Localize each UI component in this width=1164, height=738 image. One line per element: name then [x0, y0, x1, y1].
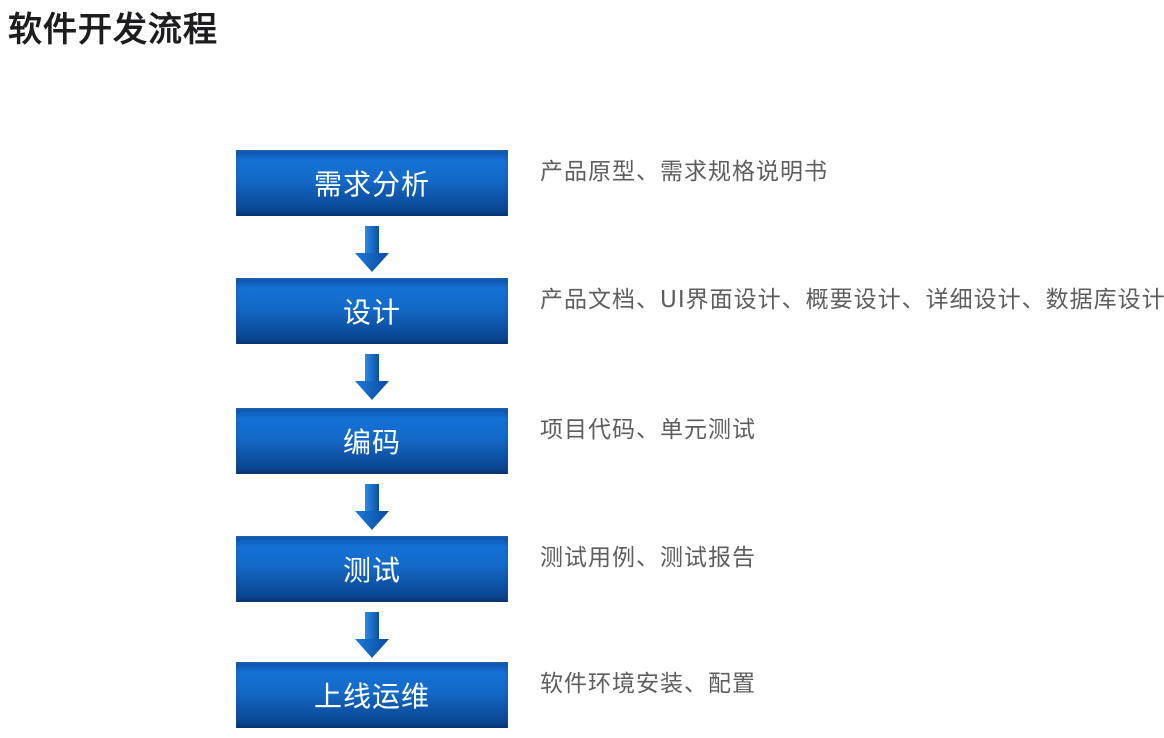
step-deliverables: 产品文档、UI界面设计、概要设计、详细设计、数据库设计 — [540, 287, 1164, 313]
arrow-down-icon — [355, 484, 389, 530]
step-box-testing: 测试 — [236, 536, 508, 602]
arrow-down-icon — [355, 612, 389, 658]
step-box-launch-operations: 上线运维 — [236, 662, 508, 728]
arrow-stem — [365, 612, 379, 640]
arrow-stem — [365, 354, 379, 382]
step-box-coding: 编码 — [236, 408, 508, 474]
arrow-head — [355, 253, 389, 272]
arrow-head — [355, 639, 389, 658]
step-label: 需求分析 — [313, 168, 430, 201]
step-deliverables: 测试用例、测试报告 — [540, 545, 756, 571]
step-deliverables: 产品原型、需求规格说明书 — [540, 159, 828, 185]
step-label: 编码 — [342, 426, 401, 459]
step-label: 设计 — [342, 296, 401, 329]
step-deliverables: 软件环境安装、配置 — [540, 671, 756, 697]
arrow-stem — [365, 226, 379, 254]
step-box-design: 设计 — [236, 278, 508, 344]
step-box-requirements-analysis: 需求分析 — [236, 150, 508, 216]
arrow-head — [355, 511, 389, 530]
arrow-down-icon — [355, 226, 389, 272]
step-deliverables: 项目代码、单元测试 — [540, 417, 756, 443]
step-label: 测试 — [342, 554, 401, 587]
arrow-head — [355, 381, 389, 400]
step-label: 上线运维 — [313, 680, 430, 713]
page-title: 软件开发流程 — [8, 10, 218, 50]
arrow-down-icon — [355, 354, 389, 400]
arrow-stem — [365, 484, 379, 512]
